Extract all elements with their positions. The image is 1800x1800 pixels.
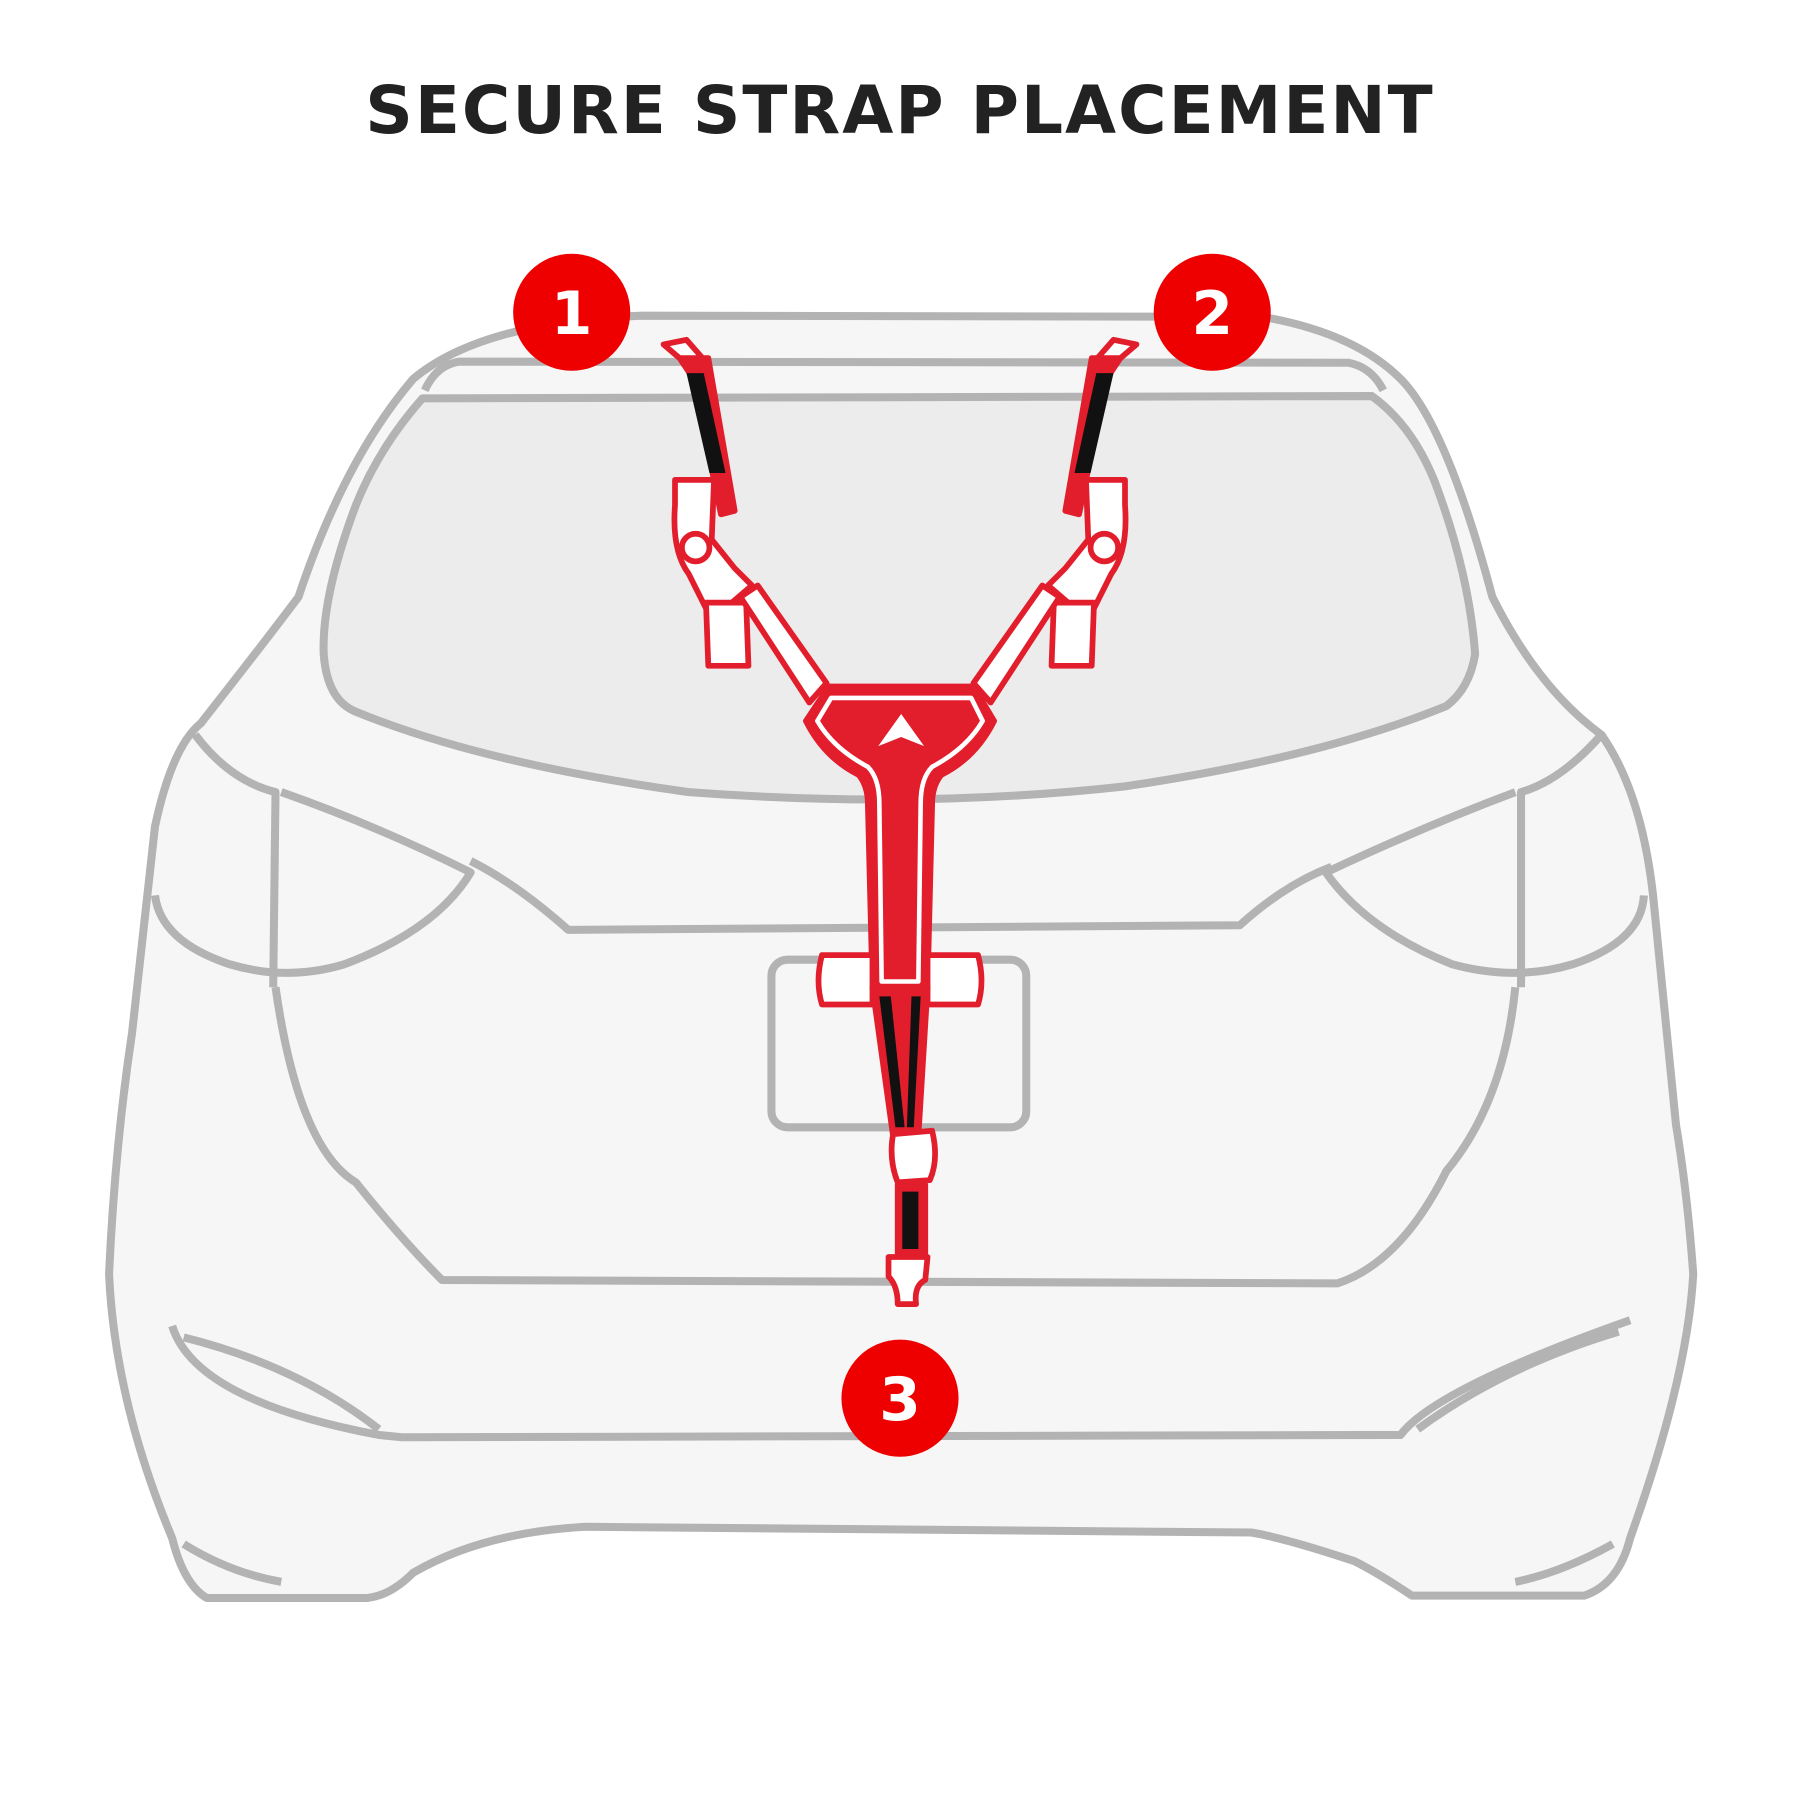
buckle-bottom: [888, 1127, 938, 1186]
brand-logo-icon: [878, 714, 925, 747]
marker-3: 3: [841, 1339, 959, 1457]
hook-3-icon: [885, 1254, 931, 1307]
strap-harness: [660, 336, 1140, 1307]
hook-2-icon: [1094, 336, 1140, 362]
hook-1-icon: [660, 336, 706, 362]
strap-right-lower: [970, 582, 1063, 706]
strap-left-lower: [737, 582, 830, 706]
buckle-right: [1045, 476, 1129, 623]
marker-2: 2: [1153, 253, 1271, 371]
marker-3-label: 3: [879, 1366, 921, 1435]
buckle-left: [671, 476, 755, 623]
page-title: SECURE STRAP PLACEMENT: [365, 72, 1435, 149]
marker-1-label: 1: [551, 280, 593, 349]
marker-2-label: 2: [1191, 280, 1233, 349]
marker-1: 1: [513, 253, 631, 371]
